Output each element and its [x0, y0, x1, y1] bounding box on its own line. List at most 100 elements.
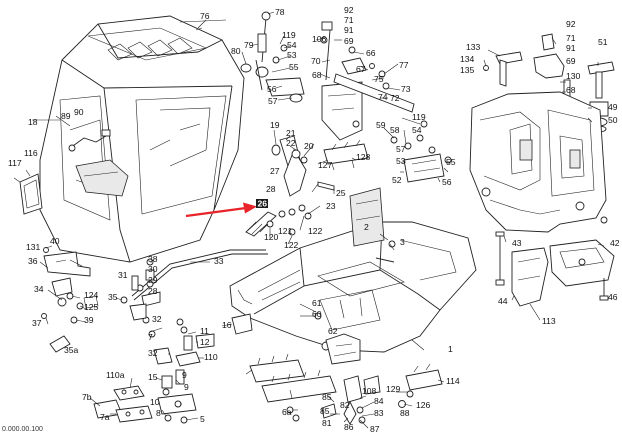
bracket-51: [533, 33, 565, 79]
callout-88: 88: [400, 408, 410, 418]
callout-131: 131: [26, 242, 41, 252]
callout-77: 77: [399, 60, 409, 70]
callout-32-b: 32: [148, 348, 158, 358]
lower-hardware-center: [249, 353, 337, 422]
callout-5: 5: [200, 414, 205, 424]
stack-left-mid: [120, 258, 161, 338]
callout-82: 82: [340, 400, 350, 410]
callout-46: 46: [608, 292, 618, 302]
callout-74: 74: [378, 92, 388, 102]
callout-37: 37: [32, 318, 42, 328]
callout-78: 78: [275, 7, 285, 17]
callout-7b: 7b: [82, 392, 92, 402]
callout-35: 35: [108, 292, 118, 302]
callout-55-mid: 55: [446, 157, 456, 167]
callout-51: 51: [598, 37, 608, 47]
callout-39: 39: [84, 315, 94, 325]
callout-38: 38: [148, 254, 158, 264]
callout-49: 49: [608, 102, 618, 112]
callout-57-mid: 57: [396, 144, 406, 154]
callout-67: 67: [356, 64, 366, 74]
callout-75: 75: [374, 74, 384, 84]
callout-54-top: 54: [287, 40, 297, 50]
callout-108: 108: [362, 386, 377, 396]
callout-28-low: 28: [148, 286, 158, 296]
callout-86: 86: [344, 422, 354, 432]
callout-71-top: 71: [344, 15, 354, 25]
callout-135: 135: [460, 65, 475, 75]
callout-119-mid: 119: [412, 112, 426, 122]
callout-79: 79: [244, 40, 254, 50]
bracket-16: [176, 313, 253, 351]
callout-11: 11: [200, 326, 209, 336]
main-housing: [469, 91, 608, 233]
bracket-133: [483, 51, 523, 87]
callout-36: 36: [28, 256, 38, 266]
callout-110a: 110a: [106, 370, 125, 380]
highlight-arrow: [185, 202, 257, 218]
callout-92-top: 92: [344, 5, 354, 15]
bracket-36: [51, 277, 73, 307]
callout-56-mid: 56: [442, 177, 452, 187]
callout-83: 83: [374, 408, 384, 418]
bolt-43: [495, 231, 505, 286]
callout-42: 42: [610, 238, 620, 248]
callout-90: 90: [74, 107, 84, 117]
callout-85-a: 85: [322, 392, 332, 402]
lower-hardware-left: [93, 347, 201, 424]
callout-52: 52: [392, 175, 402, 185]
callout-54-mid: 54: [412, 125, 422, 135]
callout-126: 126: [416, 400, 431, 410]
bracket-113: [511, 247, 549, 307]
callout-31: 31: [118, 270, 128, 280]
callout-27: 27: [270, 166, 280, 176]
valve-52: [390, 120, 452, 183]
bolt-2-3: [375, 240, 396, 263]
callout-53-mid: 53: [396, 156, 406, 166]
callout-134: 134: [460, 54, 475, 64]
lower-hardware-right: [321, 333, 443, 425]
callout-7: 7: [148, 332, 153, 342]
document-id: 0.000.00.100: [2, 426, 43, 433]
callout-50: 50: [608, 115, 618, 125]
bracket-40: [43, 247, 91, 277]
callout-125: 125: [84, 302, 99, 312]
callout-29: 29: [148, 275, 158, 285]
callout-124: 124: [84, 290, 99, 300]
callout-117: 117: [8, 158, 22, 168]
callout-71-right: 71: [566, 33, 576, 43]
hand-lever-assembly: [320, 21, 415, 141]
callout-21: 21: [286, 128, 296, 138]
callout-81: 81: [322, 418, 332, 428]
callout-10: 10: [150, 397, 160, 407]
callout-labels: 76 78 80 79 119 54 53 55 56 57 92 71 91 …: [8, 5, 620, 434]
callout-35a: 35a: [64, 345, 79, 355]
callout-26: 26: [258, 199, 268, 209]
callout-58: 58: [390, 125, 400, 135]
callout-26-bg: [256, 199, 268, 208]
callout-68-mid: 68: [312, 70, 322, 80]
callout-15: 15: [148, 372, 158, 382]
callout-6a: 6a: [282, 407, 292, 417]
callout-116: 116: [24, 148, 38, 158]
callout-23: 23: [326, 201, 336, 211]
callout-85-b: 85: [320, 406, 330, 416]
callout-1: 1: [448, 344, 453, 354]
valve-127: [323, 139, 369, 171]
callout-3: 3: [400, 237, 405, 247]
callout-2: 2: [364, 222, 369, 232]
leader-lines: [13, 11, 605, 429]
callout-69-top: 69: [344, 36, 354, 46]
callout-66: 66: [366, 48, 376, 58]
callout-7a: 7a: [100, 412, 110, 422]
callout-76: 76: [200, 11, 210, 21]
callout-69-right: 69: [566, 56, 576, 66]
callout-16: 16: [222, 320, 232, 330]
callout-91-right: 91: [566, 43, 576, 53]
callout-43: 43: [512, 238, 522, 248]
callout-20: 20: [304, 141, 314, 151]
callout-129: 129: [386, 384, 401, 394]
callout-92-right: 92: [566, 19, 576, 29]
callout-44: 44: [498, 296, 508, 306]
